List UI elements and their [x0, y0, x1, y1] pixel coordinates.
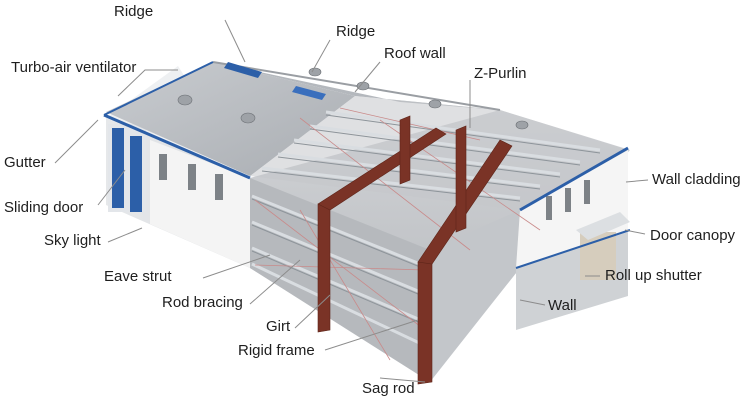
- label-sliding-door: Sliding door: [4, 199, 83, 216]
- label-roll-up-shutter: Roll up shutter: [605, 267, 702, 284]
- sliding-door: [108, 124, 146, 212]
- label-wall-cladding: Wall cladding: [652, 171, 741, 188]
- label-z-purlin: Z-Purlin: [474, 65, 527, 82]
- label-sag-rod: Sag rod: [362, 380, 415, 397]
- label-roof-wall: Roof wall: [384, 45, 446, 62]
- label-girt: Girt: [266, 318, 291, 335]
- label-rod-bracing: Rod bracing: [162, 294, 243, 311]
- label-turbo-air-ventilator: Turbo-air ventilator: [11, 59, 136, 76]
- label-door-canopy: Door canopy: [650, 227, 736, 244]
- label-gutter: Gutter: [4, 154, 46, 171]
- label-sky-light: Sky light: [44, 232, 102, 249]
- label-wall: Wall: [548, 297, 577, 314]
- label-eave-strut: Eave strut: [104, 268, 172, 285]
- label-rigid-frame: Rigid frame: [238, 342, 315, 359]
- label-ridge-right: Ridge: [336, 23, 375, 40]
- building: [104, 62, 630, 384]
- label-ridge-left: Ridge: [114, 3, 153, 20]
